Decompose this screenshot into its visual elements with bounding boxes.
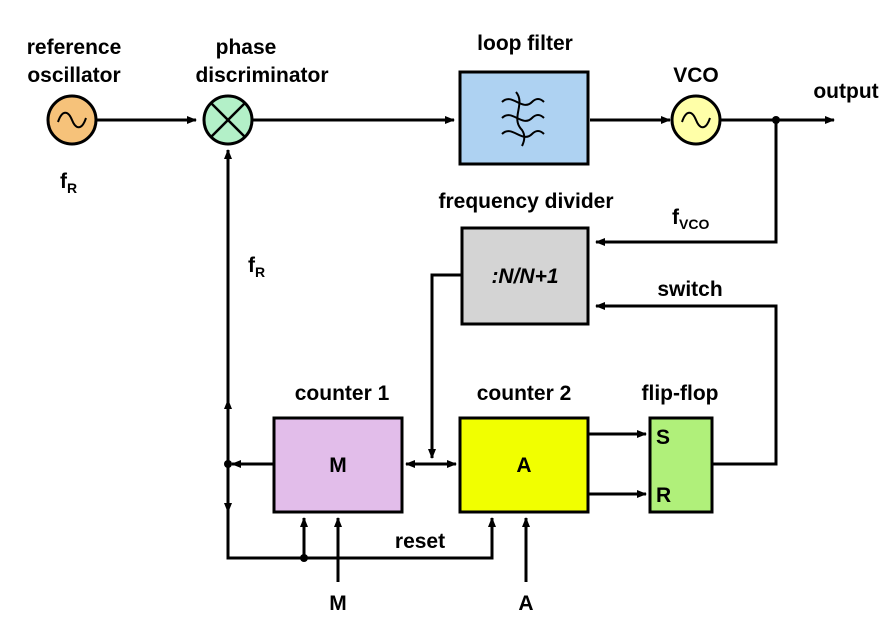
frequency-divider-label: frequency divider — [438, 190, 613, 213]
fvco-label: fVCO — [672, 206, 709, 232]
counter2-box — [458, 416, 590, 514]
counter2-label: counter 2 — [477, 382, 572, 405]
fr-feedback-main: f — [248, 254, 256, 277]
loop-filter-label: loop filter — [477, 32, 573, 55]
counter2-value: A — [516, 454, 531, 477]
input-a-label: A — [518, 592, 533, 615]
switch-label: switch — [657, 278, 722, 301]
signal-wires — [96, 116, 835, 582]
flip-flop: S R — [648, 416, 714, 514]
phase-discriminator-label-line2: discriminator — [195, 64, 328, 87]
wire-divider-down — [430, 273, 462, 458]
frequency-divider-box — [460, 226, 590, 326]
reference-oscillator — [46, 94, 98, 146]
sine-wave-icon — [681, 111, 711, 129]
junction-dot-reset — [300, 554, 308, 562]
flip-flop-s: S — [656, 426, 670, 449]
flip-flop-label: flip-flop — [642, 382, 719, 405]
phase-discriminator — [202, 94, 254, 146]
fr-label-sub: R — [67, 180, 77, 196]
fvco-label-sub: VCO — [679, 216, 709, 232]
wire-switch — [595, 302, 778, 466]
counter1-label: counter 1 — [295, 382, 390, 405]
counter1-value: M — [329, 454, 347, 477]
wire-reset-to-counter2 — [226, 512, 496, 560]
frequency-divider: :N/N+1 — [460, 226, 590, 326]
vco — [670, 94, 722, 146]
filter-icon — [501, 91, 545, 147]
counter-1: M — [272, 416, 404, 514]
loop-filter-box — [458, 70, 590, 166]
fr-label-main: f — [60, 170, 68, 193]
fr-feedback-label: fR — [248, 254, 265, 280]
output-label: output — [813, 80, 878, 103]
loop-filter — [458, 70, 590, 166]
fvco-label-main: f — [672, 206, 680, 229]
sine-wave-icon — [57, 111, 87, 129]
flip-flop-box — [648, 416, 714, 514]
reference-oscillator-label-line1: reference — [27, 36, 122, 59]
fr-label: fR — [60, 170, 77, 196]
vco-label: VCO — [673, 64, 719, 87]
divider-ratio: :N/N+1 — [491, 265, 558, 288]
wire-fvco-to-divider — [595, 120, 778, 246]
counter1-box — [272, 416, 404, 514]
input-m-label: M — [329, 592, 347, 615]
counter-2: A — [458, 416, 590, 514]
phase-discriminator-label-line1: phase — [216, 36, 277, 59]
flip-flop-r: R — [656, 484, 671, 507]
reset-label: reset — [395, 530, 445, 553]
reference-oscillator-label-line2: oscillator — [27, 64, 120, 87]
fr-feedback-sub: R — [255, 264, 265, 280]
